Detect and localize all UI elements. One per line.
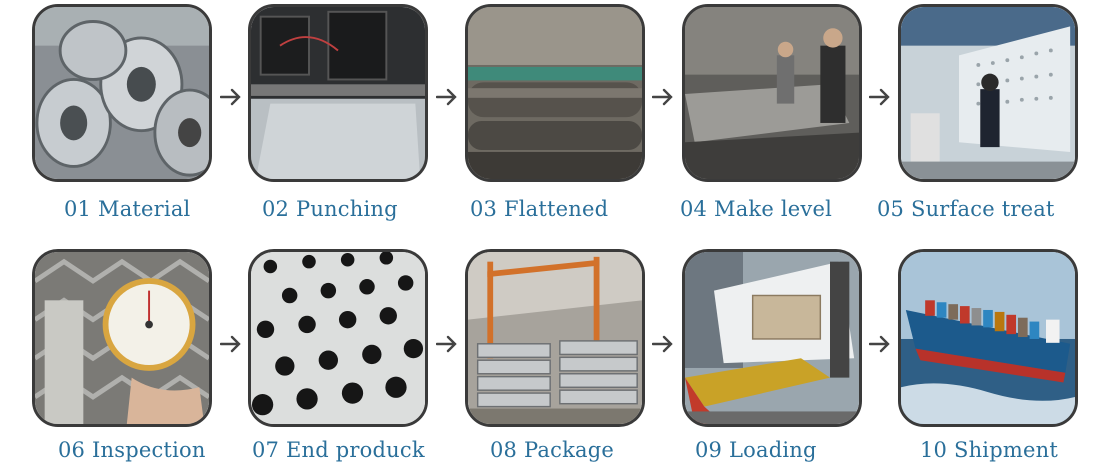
arrow-right-icon [436,88,458,106]
step-label-loading: 09 Loading [695,438,817,462]
arrow-right-icon [220,88,242,106]
step-label-inspection: 06 Inspection [58,438,206,462]
arrow-right-icon [220,335,242,353]
arrow-right-icon [652,335,674,353]
arrow-right-icon [869,335,891,353]
step-image-package [465,249,645,427]
step-image-shipment [898,249,1078,427]
step-image-make-level [682,4,862,182]
step-label-end-product: 07 End produck [252,438,425,462]
step-image-flattened [465,4,645,182]
arrow-right-icon [436,335,458,353]
step-image-loading [682,249,862,427]
step-image-surface-treat [898,4,1078,182]
step-label-shipment: 10 Shipment [920,438,1058,462]
step-image-punching [248,4,428,182]
step-image-material [32,4,212,182]
arrow-right-icon [869,88,891,106]
step-label-make-level: 04 Make level [680,197,832,221]
step-image-end-product [248,249,428,427]
step-label-surface-treat: 05 Surface treat [877,197,1055,221]
step-label-package: 08 Package [490,438,614,462]
step-label-flattened: 03 Flattened [470,197,609,221]
step-label-material: 01 Material [64,197,191,221]
step-label-punching: 02 Punching [262,197,398,221]
arrow-right-icon [652,88,674,106]
step-image-inspection [32,249,212,427]
